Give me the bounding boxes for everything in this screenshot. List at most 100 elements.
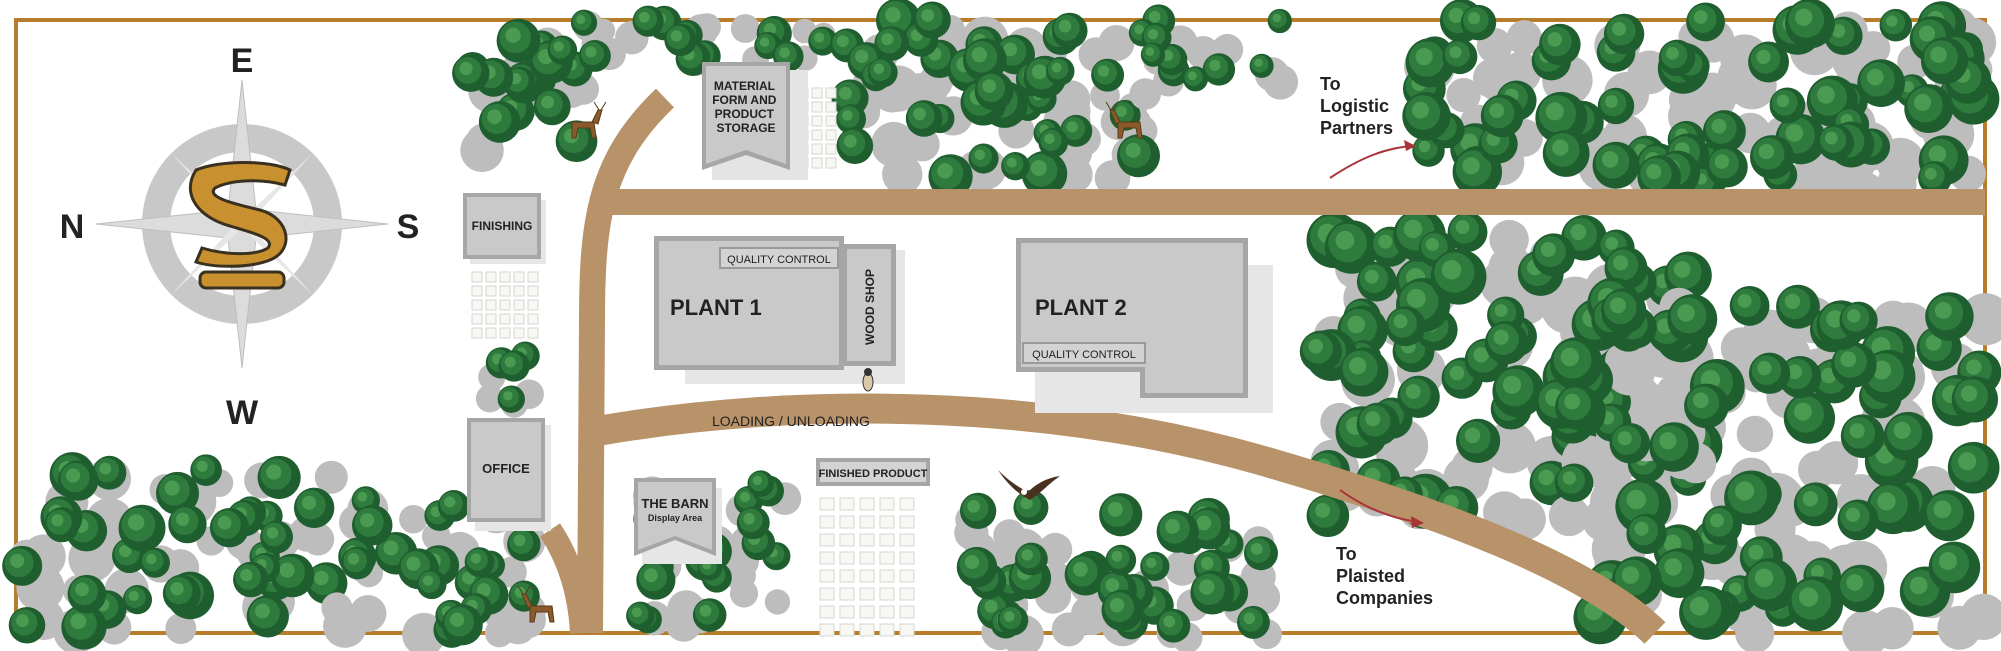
tree-highlight: [1958, 452, 1977, 471]
tree-highlight: [1802, 491, 1818, 507]
parking-space: [839, 587, 855, 601]
tree-highlight: [476, 583, 491, 597]
deer-icon: [1105, 101, 1143, 139]
tree-highlight: [1877, 492, 1896, 511]
logistic-label-2: Logistic: [1320, 96, 1389, 116]
tree-highlight: [631, 607, 642, 618]
parking-space: [839, 551, 855, 565]
tree-highlight: [1928, 145, 1947, 163]
storage-label-3: PRODUCT: [715, 107, 775, 121]
parking-space: [899, 587, 915, 601]
tree-highlight: [1605, 236, 1619, 250]
tree-highlight: [1200, 556, 1214, 570]
tree-highlight: [842, 110, 853, 121]
parking-space: [879, 605, 895, 619]
tree-highlight: [1673, 261, 1691, 278]
tree-highlight: [1735, 481, 1755, 501]
tree-highlight: [1493, 329, 1509, 345]
tree-highlight: [1545, 102, 1564, 121]
parking-space: [527, 271, 539, 283]
tree-highlight: [1817, 85, 1835, 104]
tree-highlight: [1925, 334, 1942, 351]
tree-highlight: [1847, 309, 1861, 323]
tree-highlight: [470, 553, 481, 564]
parking-space: [879, 497, 895, 511]
plant-2-building: QUALITY CONTROL PLANT 2: [1016, 238, 1273, 413]
tree-shadow: [314, 460, 348, 494]
tree-highlight: [1748, 544, 1764, 560]
tree-highlight: [1243, 612, 1256, 625]
tree-highlight: [1199, 579, 1215, 595]
tree-highlight: [1051, 62, 1062, 73]
parking-space: [513, 285, 525, 297]
tree-shadow: [1446, 78, 1481, 113]
tree-highlight: [1605, 95, 1618, 108]
parking-space: [527, 285, 539, 297]
tree-highlight: [1626, 489, 1647, 510]
parking-space: [899, 515, 915, 529]
tree-highlight: [75, 582, 89, 597]
tree-highlight: [1810, 565, 1825, 579]
tree-highlight: [127, 514, 145, 531]
parking-space: [819, 533, 835, 547]
tree-highlight: [1677, 304, 1695, 322]
tree-highlight: [119, 544, 132, 558]
tree-highlight: [1794, 402, 1812, 421]
tree-highlight: [314, 570, 329, 586]
tree-highlight: [1020, 497, 1033, 510]
tree-highlight: [1393, 314, 1408, 329]
tree-highlight: [1564, 393, 1581, 410]
tree-highlight: [1960, 385, 1978, 402]
tree-highlight: [406, 556, 421, 571]
tree-highlight: [459, 61, 473, 76]
tree-highlight: [1449, 46, 1462, 59]
tree-highlight: [1364, 269, 1379, 284]
parking-grids: [471, 87, 915, 637]
tree-highlight: [1547, 32, 1562, 47]
parking-space: [899, 551, 915, 565]
tree-highlight: [1308, 338, 1324, 354]
tree-shadow: [1164, 550, 1201, 586]
tree-shadow: [1797, 450, 1837, 490]
tree-shadow: [1098, 25, 1135, 62]
tree-highlight: [1163, 615, 1176, 628]
tree-highlight: [1347, 315, 1366, 334]
tree-highlight: [1134, 24, 1144, 35]
tree-highlight: [170, 582, 184, 596]
tree-highlight: [1196, 515, 1212, 531]
parking-space: [471, 327, 483, 339]
tree-highlight: [1756, 49, 1771, 65]
parking-space: [859, 515, 875, 529]
tree-highlight: [699, 604, 712, 617]
tree-shadow: [993, 519, 1026, 552]
tree-highlight: [1934, 301, 1952, 319]
tree-highlight: [279, 562, 295, 578]
tree-highlight: [1728, 582, 1742, 596]
tree-highlight: [585, 46, 597, 58]
tree-highlight: [1109, 597, 1125, 613]
company-logo: [189, 161, 292, 290]
tree-highlight: [1187, 71, 1197, 81]
tree-highlight: [1403, 219, 1423, 239]
tree-highlight: [347, 553, 360, 565]
tree-highlight: [1621, 566, 1640, 584]
tree-highlight: [1425, 237, 1439, 251]
tree-highlight: [670, 30, 683, 42]
tree-highlight: [873, 63, 885, 75]
tree-highlight: [1315, 502, 1331, 518]
tree-highlight: [255, 603, 270, 619]
tree-highlight: [266, 527, 279, 539]
tree-highlight: [1030, 160, 1047, 177]
storage-label-1: MATERIAL: [714, 79, 775, 93]
tree-highlight: [1787, 364, 1803, 380]
tree-highlight: [1914, 93, 1932, 111]
compass-rose: E W N S: [60, 42, 420, 432]
office-building: OFFICE: [467, 418, 551, 531]
road-southwest: [539, 523, 594, 634]
parking-space: [471, 285, 483, 297]
dog-icon: [862, 368, 874, 392]
parking-space: [859, 569, 875, 583]
parking-space: [471, 271, 483, 283]
tree-highlight: [66, 468, 81, 483]
